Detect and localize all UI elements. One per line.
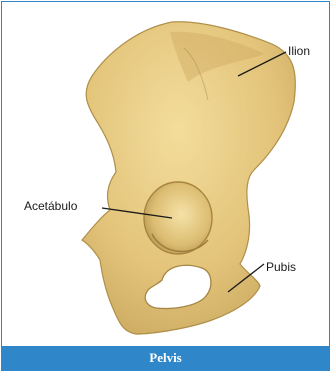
acetabulum-socket [144, 182, 212, 254]
figure-frame: Ilion Acetábulo Pubis Pelvis [1, 1, 330, 371]
ilion-label: Ilion [288, 44, 310, 58]
pubis-label: Pubis [266, 260, 296, 274]
acetabulo-label: Acetábulo [24, 199, 77, 213]
figure-caption: Pelvis [2, 346, 329, 370]
pelvis-illustration [2, 2, 329, 346]
